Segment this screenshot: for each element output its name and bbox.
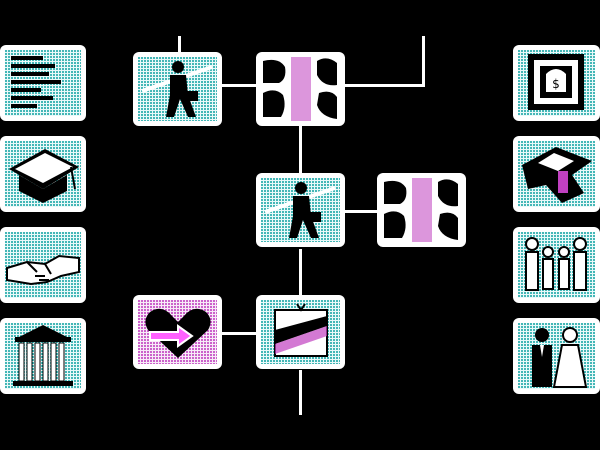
- arguing-faces-icon: [263, 57, 337, 121]
- money-safe-tile[interactable]: $: [513, 45, 600, 121]
- businessman-walking-tile[interactable]: [133, 52, 222, 126]
- bar-chart-tile[interactable]: [0, 45, 86, 121]
- businessman-icon: [264, 182, 336, 238]
- heart-arrow-tile[interactable]: [133, 295, 222, 369]
- diploma-icon: [274, 303, 328, 357]
- arguing-faces-icon: [384, 178, 458, 242]
- path-line: [299, 249, 302, 297]
- bank-building-icon: [13, 325, 73, 386]
- family-tile[interactable]: [513, 227, 600, 303]
- businessman-icon: [141, 61, 213, 117]
- wedding-couple-tile[interactable]: [513, 318, 600, 394]
- diploma-certificate-tile[interactable]: [256, 295, 345, 369]
- heart-arrow-icon: [145, 308, 211, 358]
- path-line: [422, 36, 425, 87]
- path-line: [299, 125, 302, 175]
- graduation-cap-tile[interactable]: [0, 136, 86, 212]
- people-arguing-tile[interactable]: [256, 52, 345, 126]
- businessman-walking-tile-2[interactable]: [256, 173, 345, 247]
- path-line: [222, 332, 258, 335]
- path-line: [178, 36, 181, 54]
- people-arguing-tile-2[interactable]: [377, 173, 466, 247]
- path-line: [299, 370, 302, 415]
- bank-building-tile[interactable]: [0, 318, 86, 394]
- handshake-tile[interactable]: [0, 227, 86, 303]
- money-safe-icon: $: [528, 54, 584, 110]
- handshake-icon: [6, 254, 80, 286]
- money-wings-tile[interactable]: [513, 136, 600, 212]
- path-line: [344, 210, 380, 213]
- bar-chart-icon: [11, 56, 61, 108]
- graduation-cap-icon: [9, 149, 79, 203]
- svg-text:$: $: [552, 77, 560, 91]
- path-line: [341, 84, 425, 87]
- path-line: [222, 84, 258, 87]
- money-wings-icon: [522, 147, 592, 203]
- wedding-couple-icon: [532, 327, 588, 388]
- family-icon: [525, 237, 587, 291]
